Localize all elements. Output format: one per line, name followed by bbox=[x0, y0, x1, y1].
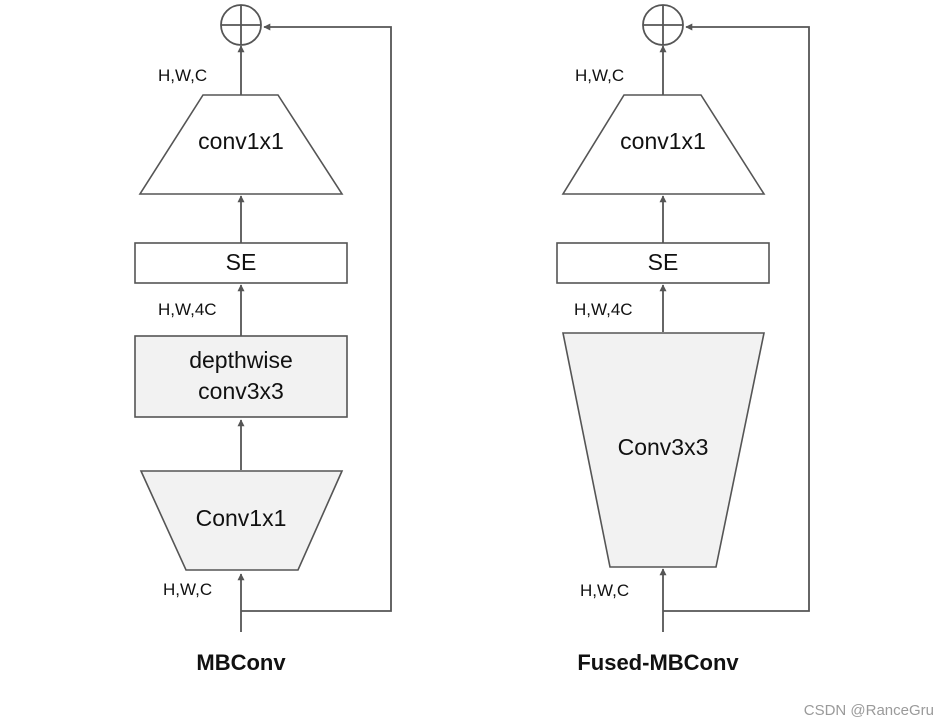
fused-skip-connection bbox=[663, 23, 810, 612]
fused-mbconv-diagram: Conv3x3 SE conv1x1 H,W,C H,W,4C H,W,C Fu… bbox=[556, 4, 810, 675]
mbconv-expand-block bbox=[139, 470, 344, 571]
fused-se-label: SE bbox=[648, 249, 679, 275]
mbconv-project-block bbox=[138, 94, 344, 195]
mbconv-caption: MBConv bbox=[196, 650, 286, 675]
mbconv-expand-out-dim: H,W,4C bbox=[158, 300, 217, 319]
mbconv-skip-connection bbox=[241, 23, 392, 612]
mbconv-depthwise-label-line1: depthwise bbox=[189, 347, 293, 373]
mbconv-se-block bbox=[134, 242, 348, 284]
watermark: CSDN @RanceGru bbox=[804, 702, 934, 719]
mbconv-expand-label: Conv1x1 bbox=[196, 505, 287, 531]
plus-circle-icon bbox=[642, 4, 684, 46]
mbconv-project-label: conv1x1 bbox=[198, 128, 284, 154]
fused-project-block bbox=[561, 94, 766, 195]
fused-conv-block bbox=[562, 332, 765, 568]
fused-output-dim: H,W,C bbox=[575, 66, 624, 85]
fused-mbconv-caption: Fused-MBConv bbox=[577, 650, 739, 675]
mbconv-depthwise-label-line2: conv3x3 bbox=[198, 378, 284, 404]
mbconv-diagram: Conv1x1 depthwise conv3x3 SE conv1x1 H,W… bbox=[134, 4, 392, 675]
plus-circle-icon bbox=[220, 4, 262, 46]
mbconv-output-dim: H,W,C bbox=[158, 66, 207, 85]
fused-se-block bbox=[556, 242, 770, 284]
fused-input-dim: H,W,C bbox=[580, 581, 629, 600]
fused-project-label: conv1x1 bbox=[620, 128, 706, 154]
mbconv-se-label: SE bbox=[226, 249, 257, 275]
mbconv-depthwise-block bbox=[134, 335, 348, 418]
mbconv-input-dim: H,W,C bbox=[163, 580, 212, 599]
fused-conv-label: Conv3x3 bbox=[618, 434, 709, 460]
fused-conv-out-dim: H,W,4C bbox=[574, 300, 633, 319]
